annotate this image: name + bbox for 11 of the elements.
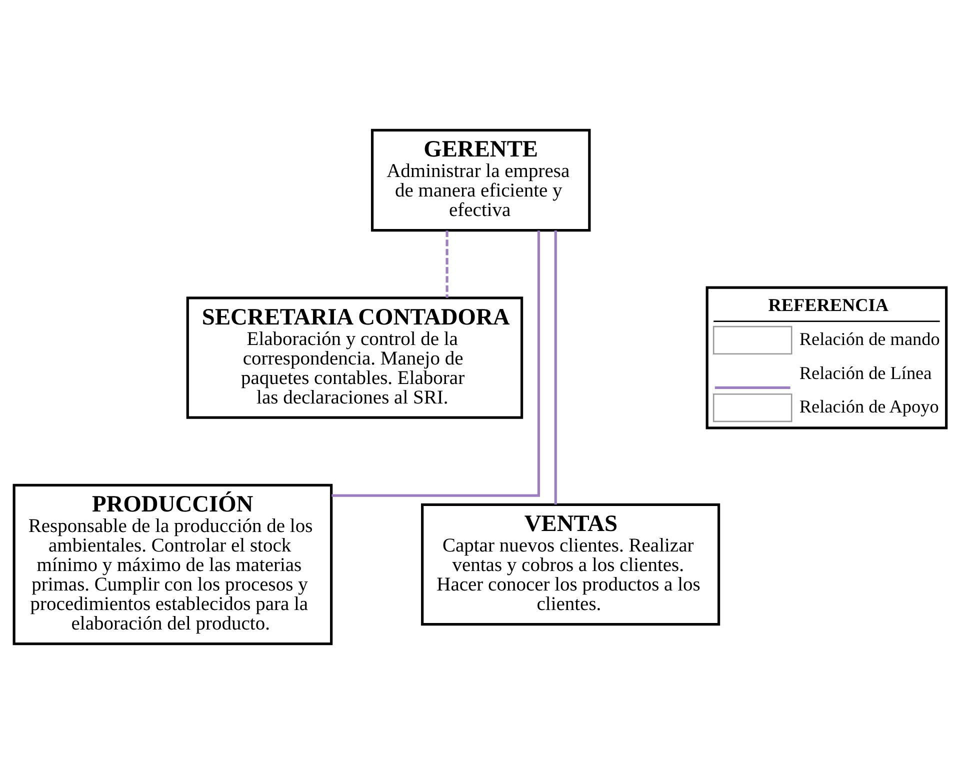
label: REFERENCIA (768, 295, 888, 316)
node-box: VENTAS Captar nuevos clientes. Realizar ventas y cobros a los clientes. Hacer conocer los productos a los clientes. (421, 503, 720, 626)
node-box: PRODUCCIÓN Responsable de la producción de los ambientales. Controlar el stock mínimo y máximo de las materias primas. Cumplir con los procesos y procedimientos establecidos para la elaboración del producto. (12, 484, 333, 646)
connector (554, 230, 557, 504)
node-box: GERENTE Administrar la empresa de manera eficiente y efectiva (370, 128, 591, 232)
node-box: SECRETARIA CONTADORA Elaboración y control de la correspondencia. Manejo de paquetes contables. Elaborar las declaraciones al SRI. (186, 296, 524, 419)
legend-label: Relación de Apoyo (799, 396, 939, 417)
connector (332, 230, 540, 497)
legend-label: Relación de mando (799, 329, 940, 349)
connector (446, 230, 448, 298)
legend-label: Relación de Línea (799, 362, 932, 383)
